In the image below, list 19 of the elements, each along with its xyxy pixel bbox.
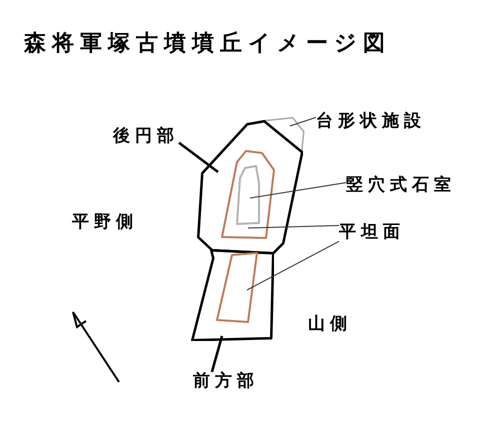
- part-label: 後円部: [113, 127, 179, 147]
- part-label: 平坦面: [339, 223, 405, 243]
- leader-line: [246, 240, 340, 290]
- mound-outline: [196, 120, 304, 254]
- part-label: 台形状施設: [316, 112, 426, 132]
- title: 森将軍塚古墳墳丘イメージ図: [24, 31, 391, 56]
- side-label: 平野側: [72, 213, 138, 233]
- mound-outline: [190, 248, 274, 342]
- terrace-outline: [216, 252, 258, 323]
- leader-line: [248, 224, 340, 228]
- leader-line: [250, 182, 346, 198]
- side-label: 山側: [308, 315, 352, 335]
- leader-line: [210, 336, 224, 372]
- terrace-outline: [221, 150, 275, 239]
- leader-line: [290, 116, 316, 126]
- part-label: 竪穴式石室: [346, 176, 456, 196]
- chamber-outline: [236, 165, 260, 225]
- part-label: 前方部: [193, 372, 259, 392]
- platform-outline: [263, 117, 305, 153]
